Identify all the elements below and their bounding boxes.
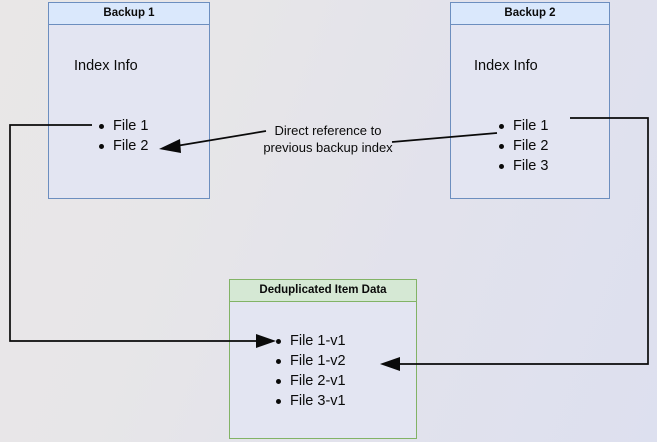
dedup-item: File 2-v1 <box>274 371 346 391</box>
backup-1-file-item: File 2 <box>97 136 148 156</box>
backup-2-box[interactable]: Backup 2 Index Info File 1 File 2 File 3 <box>450 2 610 199</box>
direct-reference-annotation: Direct reference to previous backup inde… <box>263 123 393 155</box>
deduplicated-item-data-box[interactable]: Deduplicated Item Data File 1-v1 File 1-… <box>229 279 417 439</box>
backup-2-file-item: File 1 <box>497 116 548 136</box>
backup-2-file-list: File 1 File 2 File 3 <box>497 116 548 176</box>
deduplicated-item-data-header: Deduplicated Item Data <box>230 280 416 302</box>
backup-1-file-item: File 1 <box>97 116 148 136</box>
dedup-item: File 1-v1 <box>274 331 346 351</box>
deduplicated-item-data-body: File 1-v1 File 1-v2 File 2-v1 File 3-v1 <box>230 302 416 438</box>
dedup-item-list: File 1-v1 File 1-v2 File 2-v1 File 3-v1 <box>274 331 346 411</box>
dedup-item: File 3-v1 <box>274 391 346 411</box>
backup-1-header: Backup 1 <box>49 3 209 25</box>
dedup-item: File 1-v2 <box>274 351 346 371</box>
backup-2-index-info-label: Index Info <box>474 58 538 74</box>
backup-2-file-item: File 3 <box>497 156 548 176</box>
backup-1-file-list: File 1 File 2 <box>97 116 148 156</box>
backup-2-header: Backup 2 <box>451 3 609 25</box>
backup-2-file-item: File 2 <box>497 136 548 156</box>
backup-1-index-info-label: Index Info <box>74 58 138 74</box>
backup-2-body: Index Info File 1 File 2 File 3 <box>451 25 609 198</box>
backup-1-body: Index Info File 1 File 2 <box>49 25 209 198</box>
backup-1-box[interactable]: Backup 1 Index Info File 1 File 2 <box>48 2 210 199</box>
